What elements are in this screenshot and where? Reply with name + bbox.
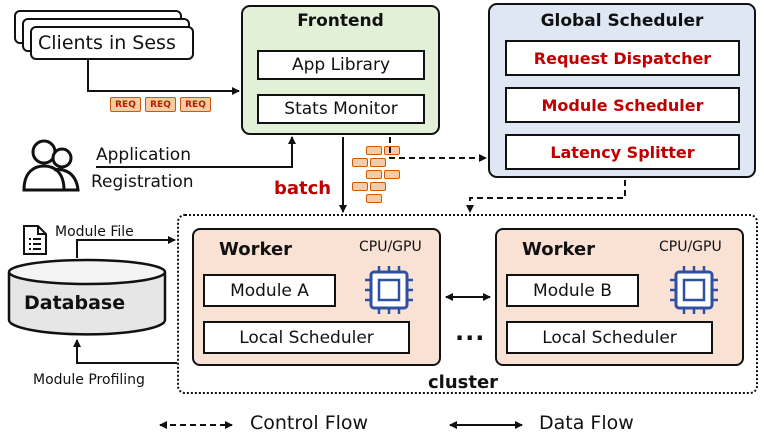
- latency-splitter-box: Latency Splitter: [505, 134, 740, 170]
- local-scheduler-label: Local Scheduler: [542, 327, 677, 348]
- hardware-label: CPU/GPU: [359, 239, 422, 255]
- application-label: Application: [96, 145, 191, 165]
- request-token: REQ: [110, 97, 141, 112]
- cluster-boundary: [177, 214, 758, 394]
- module-a-label: Module A: [230, 280, 309, 301]
- module-scheduler-box: Module Scheduler: [505, 87, 740, 123]
- batch-brick: [370, 182, 386, 191]
- worker-panel: Worker CPU/GPU Module A Local Scheduler: [192, 228, 441, 366]
- module-file-arrow: [76, 236, 176, 258]
- local-scheduler-box: Local Scheduler: [506, 321, 713, 354]
- stats-monitor-label: Stats Monitor: [284, 99, 398, 119]
- module-b-box: Module B: [506, 274, 639, 307]
- stats-monitor-box: Stats Monitor: [257, 94, 425, 124]
- batch-brick: [352, 158, 368, 167]
- database-label: Database: [24, 292, 126, 314]
- worker-title: Worker: [219, 239, 293, 260]
- app-library-box: App Library: [257, 50, 425, 80]
- legend-data-label: Data Flow: [539, 412, 634, 434]
- worker-panel: Worker CPU/GPU Module B Local Scheduler: [495, 228, 744, 366]
- batch-brick: [370, 158, 386, 167]
- module-file-label: Module File: [55, 224, 134, 240]
- document-icon: [23, 225, 47, 255]
- client-request-arrow: [87, 60, 240, 95]
- batch-brick: [352, 182, 368, 191]
- legend-control-label: Control Flow: [250, 412, 369, 434]
- request-token: REQ: [180, 97, 211, 112]
- global-scheduler-panel: Global Scheduler Request Dispatcher Modu…: [488, 3, 756, 178]
- control-arrow-scheduler: [389, 137, 487, 162]
- frontend-title: Frontend: [297, 11, 384, 31]
- batch-brick: [366, 194, 382, 203]
- request-token: REQ: [145, 97, 176, 112]
- chip-icon: [670, 266, 718, 314]
- app-library-label: App Library: [291, 55, 391, 75]
- module-profiling-arrow: [73, 339, 177, 364]
- local-scheduler-box: Local Scheduler: [203, 321, 410, 354]
- module-profiling-label: Module Profiling: [33, 372, 145, 388]
- module-b-label: Module B: [533, 280, 612, 301]
- chip-icon: [365, 266, 413, 314]
- registration-label: Registration: [91, 172, 194, 192]
- clients-box: Clients in Sess: [30, 26, 194, 60]
- users-icon: [22, 139, 80, 192]
- frontend-panel: Frontend App Library Stats Monitor: [241, 5, 440, 135]
- batch-label: batch: [274, 178, 332, 199]
- batch-brick: [384, 146, 400, 155]
- request-dispatcher-box: Request Dispatcher: [505, 40, 740, 76]
- cluster-label: cluster: [428, 372, 499, 393]
- worker-title: Worker: [522, 239, 596, 260]
- module-scheduler-label: Module Scheduler: [541, 95, 704, 115]
- hardware-label: CPU/GPU: [659, 239, 722, 255]
- batch-brick: [366, 146, 382, 155]
- database-cylinder: [7, 258, 167, 336]
- global-scheduler-title: Global Scheduler: [540, 11, 704, 31]
- batch-brick: [366, 170, 382, 179]
- local-scheduler-label: Local Scheduler: [239, 327, 374, 348]
- ellipsis: ...: [455, 318, 486, 346]
- module-a-box: Module A: [203, 274, 336, 307]
- request-dispatcher-label: Request Dispatcher: [533, 48, 712, 68]
- latency-splitter-label: Latency Splitter: [550, 142, 695, 162]
- batch-brick: [384, 170, 400, 179]
- clients-label: Clients in Sess: [38, 32, 176, 54]
- control-arrow-cluster: [466, 180, 626, 213]
- registration-arrow: [96, 136, 296, 168]
